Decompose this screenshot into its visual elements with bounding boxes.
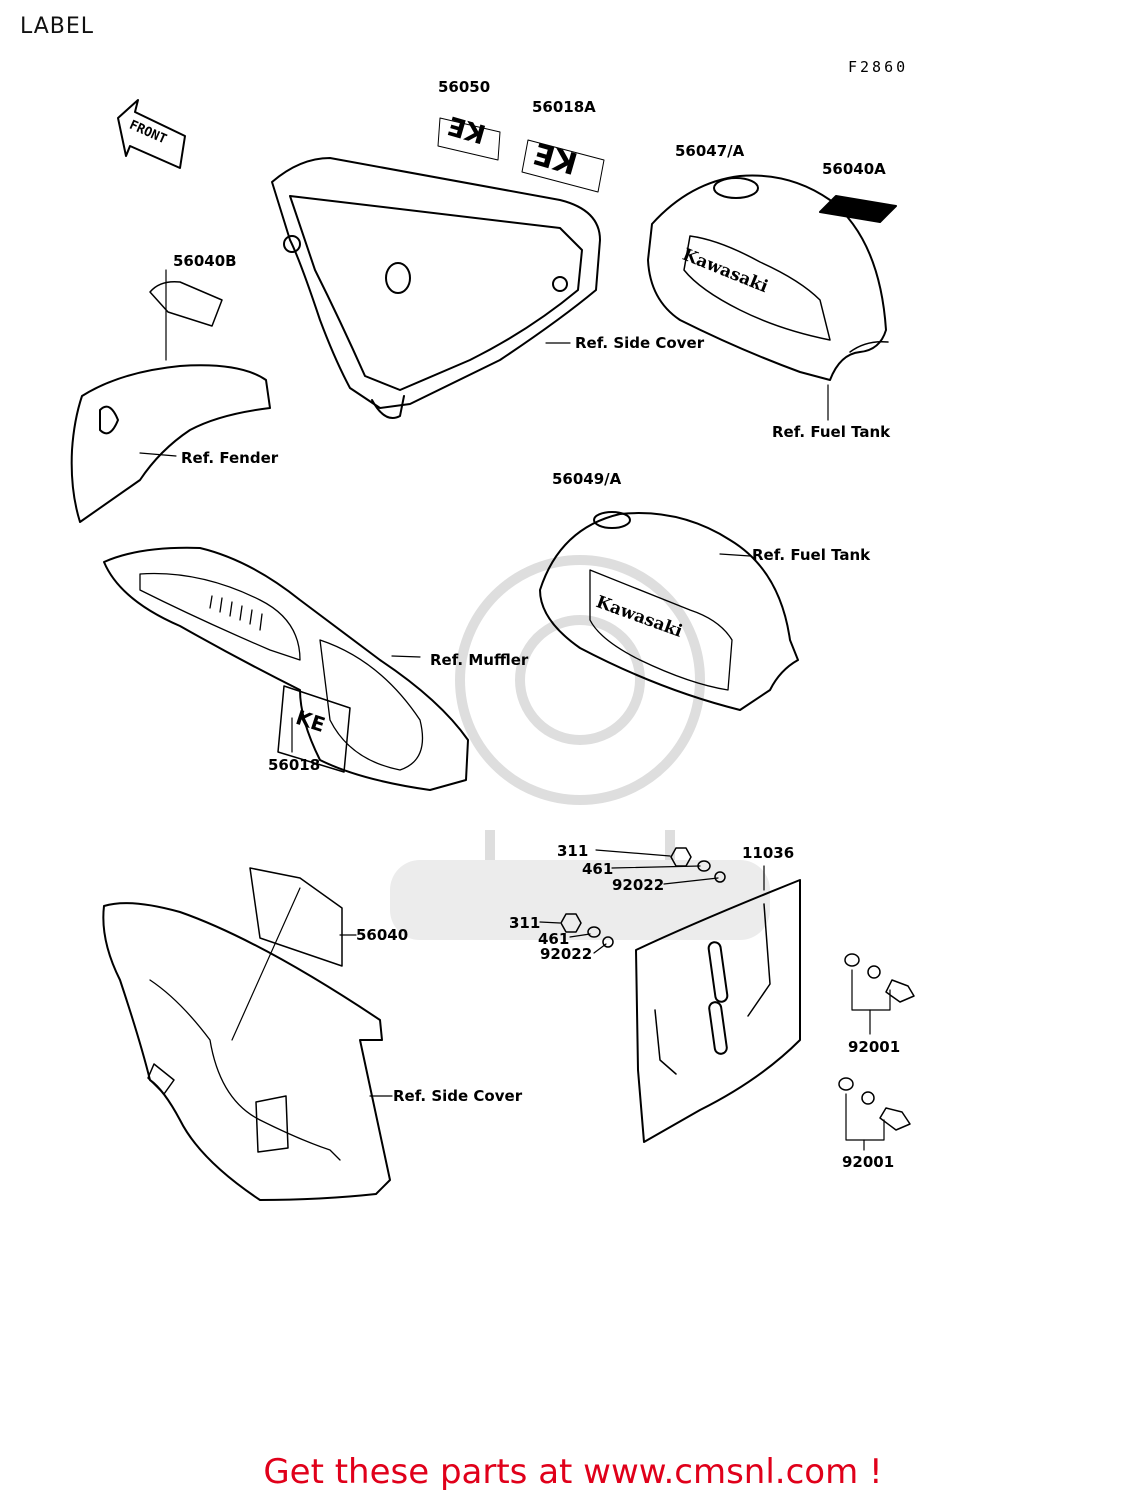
ke-decal-56018a: [521, 139, 605, 193]
hardware: [539, 847, 915, 1151]
muffler: [103, 546, 469, 791]
decal-56040: [231, 867, 357, 1041]
part-56018: 56018: [268, 756, 321, 774]
part-461-lower: 461: [538, 930, 570, 948]
fender: [70, 364, 271, 523]
ref-fuel-tank-upper: Ref. Fuel Tank: [772, 423, 891, 441]
ke-decal-56050: [437, 117, 501, 161]
ke-decal-56018: [277, 685, 351, 773]
ke-text-56018: KE: [293, 705, 329, 737]
part-56047a: 56047/A: [675, 142, 745, 160]
bracket-plate-11036: [635, 865, 801, 1143]
part-56040b: 56040B: [173, 252, 237, 270]
cmsnl-watermark: [390, 555, 770, 940]
footer-promo-link[interactable]: Get these parts at www.cmsnl.com !: [263, 1452, 883, 1492]
ref-fender: Ref. Fender: [181, 449, 279, 467]
part-311-lower: 311: [509, 914, 541, 932]
part-92022-upper: 92022: [612, 876, 665, 894]
part-56018a: 56018A: [532, 98, 596, 116]
part-56040a: 56040A: [822, 160, 886, 178]
ref-side-cover-upper: Ref. Side Cover: [575, 334, 705, 352]
part-56050: 56050: [438, 78, 491, 96]
side-cover-lower: [102, 902, 393, 1201]
decal-56040a: [819, 195, 897, 223]
part-92001-lower: 92001: [842, 1153, 895, 1171]
part-461-upper: 461: [582, 860, 614, 878]
part-92001-upper: 92001: [848, 1038, 901, 1056]
figure-code: F2860: [848, 58, 909, 76]
part-92022-lower: 92022: [540, 945, 593, 963]
part-56049a: 56049/A: [552, 470, 622, 488]
fuel-tank-upper: [647, 174, 889, 421]
ref-side-cover-lower: Ref. Side Cover: [393, 1087, 523, 1105]
decal-56040b: [149, 269, 223, 361]
fuel-tank-lower: [539, 511, 799, 711]
page-title: LABEL: [20, 14, 95, 39]
ref-muffler: Ref. Muffler: [430, 651, 529, 669]
part-311-upper: 311: [557, 842, 589, 860]
side-cover-upper: [271, 157, 601, 419]
ke-text-56050: KE: [444, 109, 490, 149]
front-arrow-decal: [117, 99, 186, 169]
ref-fuel-tank-lower: Ref. Fuel Tank: [752, 546, 871, 564]
part-56040: 56040: [356, 926, 409, 944]
ke-text-56018a: KE: [529, 134, 582, 181]
part-11036: 11036: [742, 844, 795, 862]
